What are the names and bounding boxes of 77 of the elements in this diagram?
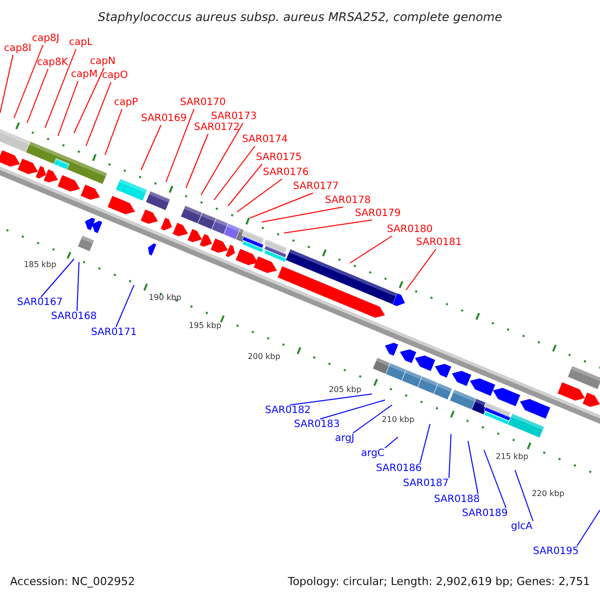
gene-label: cap8J — [32, 33, 60, 45]
leader-line — [116, 284, 134, 328]
gene-label: SAR0181 — [416, 237, 462, 249]
accession-text: Accession: NC_002952 — [10, 575, 136, 588]
leader-line — [284, 220, 372, 234]
leader-line — [576, 510, 600, 546]
leader-line — [140, 124, 162, 170]
leader-line — [86, 82, 112, 146]
gene-label: SAR0175 — [256, 152, 302, 164]
scale-label: 200 kbp — [248, 352, 280, 362]
gene-label: SAR0182 — [265, 405, 311, 417]
gene-label: SAR0188 — [434, 494, 480, 506]
gene-label: capN — [90, 56, 116, 68]
gene-label: SAR0177 — [293, 181, 339, 193]
leader-line — [200, 122, 244, 196]
leader-line — [76, 262, 80, 312]
leader-line — [236, 178, 282, 212]
gene-label: SAR0183 — [294, 419, 340, 431]
gene-label: SAR0195 — [533, 546, 579, 558]
scale-label: 190 kbp — [148, 293, 182, 303]
leader-line — [14, 44, 44, 118]
leader-line — [420, 424, 430, 464]
scale-label: 195 kbp — [188, 321, 222, 331]
gene-label: capL — [69, 37, 93, 49]
leader-line — [214, 146, 256, 200]
gene-label: SAR0178 — [325, 195, 371, 207]
leader-line — [406, 248, 436, 290]
leader-line — [104, 108, 122, 156]
gene-label: SAR0167 — [17, 297, 63, 309]
gene-label: SAR0171 — [91, 327, 137, 339]
leader-line — [290, 394, 372, 406]
gene-label: SAR0180 — [387, 224, 433, 236]
gene-label: cap8K — [37, 57, 68, 69]
leader-line — [44, 48, 76, 128]
leader-line — [74, 68, 104, 134]
scale-label: 220 kbp — [532, 489, 564, 499]
gene-label: argJ — [335, 433, 354, 445]
leader-line — [468, 440, 478, 494]
leader-line — [262, 206, 344, 222]
leader-line — [40, 258, 74, 298]
leader-line — [320, 400, 386, 420]
gene-label: capP — [114, 97, 138, 109]
gene-label: SAR0168 — [51, 311, 97, 323]
gene-label: capO — [102, 70, 128, 82]
leader-line — [26, 68, 48, 124]
gene-label: SAR0187 — [403, 478, 449, 490]
gene-label: glcA — [511, 521, 532, 533]
title: Staphylococcus aureus subsp. aureus MRSA252, complete genome — [96, 10, 504, 25]
gene-label: SAR0189 — [462, 508, 508, 520]
gene-label: SAR0176 — [263, 167, 309, 179]
gene-label: SAR0174 — [242, 134, 288, 146]
gene-label: cap8I — [4, 43, 32, 55]
leader-line — [350, 236, 392, 264]
leader-line — [484, 450, 506, 508]
leader-line — [384, 436, 398, 448]
gene-label: SAR0186 — [376, 463, 422, 475]
leader-line — [514, 470, 534, 522]
leader-line — [250, 192, 314, 218]
genome-info-text: Topology: circular; Length: 2,902,619 bp; Genes: 2,751 — [288, 575, 590, 588]
leader-line — [0, 54, 14, 114]
scale-label: 210 kbp — [382, 415, 414, 425]
gene-label: capM — [71, 69, 98, 81]
gene-label: SAR0173 — [211, 111, 257, 123]
gene-label: SAR0169 — [141, 113, 187, 125]
gene-label: SAR0172 — [194, 122, 240, 134]
gene-label: SAR0179 — [355, 208, 401, 220]
gene-label: SAR0170 — [180, 97, 226, 109]
leader-line — [166, 108, 194, 182]
leader-line — [448, 434, 452, 478]
leader-line — [186, 134, 208, 188]
leader-line — [228, 164, 262, 206]
scale-label: 205 kbp — [328, 385, 362, 395]
leader-line — [352, 404, 392, 434]
scale-label: 185 kbp — [24, 260, 56, 270]
gene-label: argC — [361, 448, 384, 460]
scale-label: 215 kbp — [496, 452, 528, 462]
leader-line — [58, 80, 78, 136]
